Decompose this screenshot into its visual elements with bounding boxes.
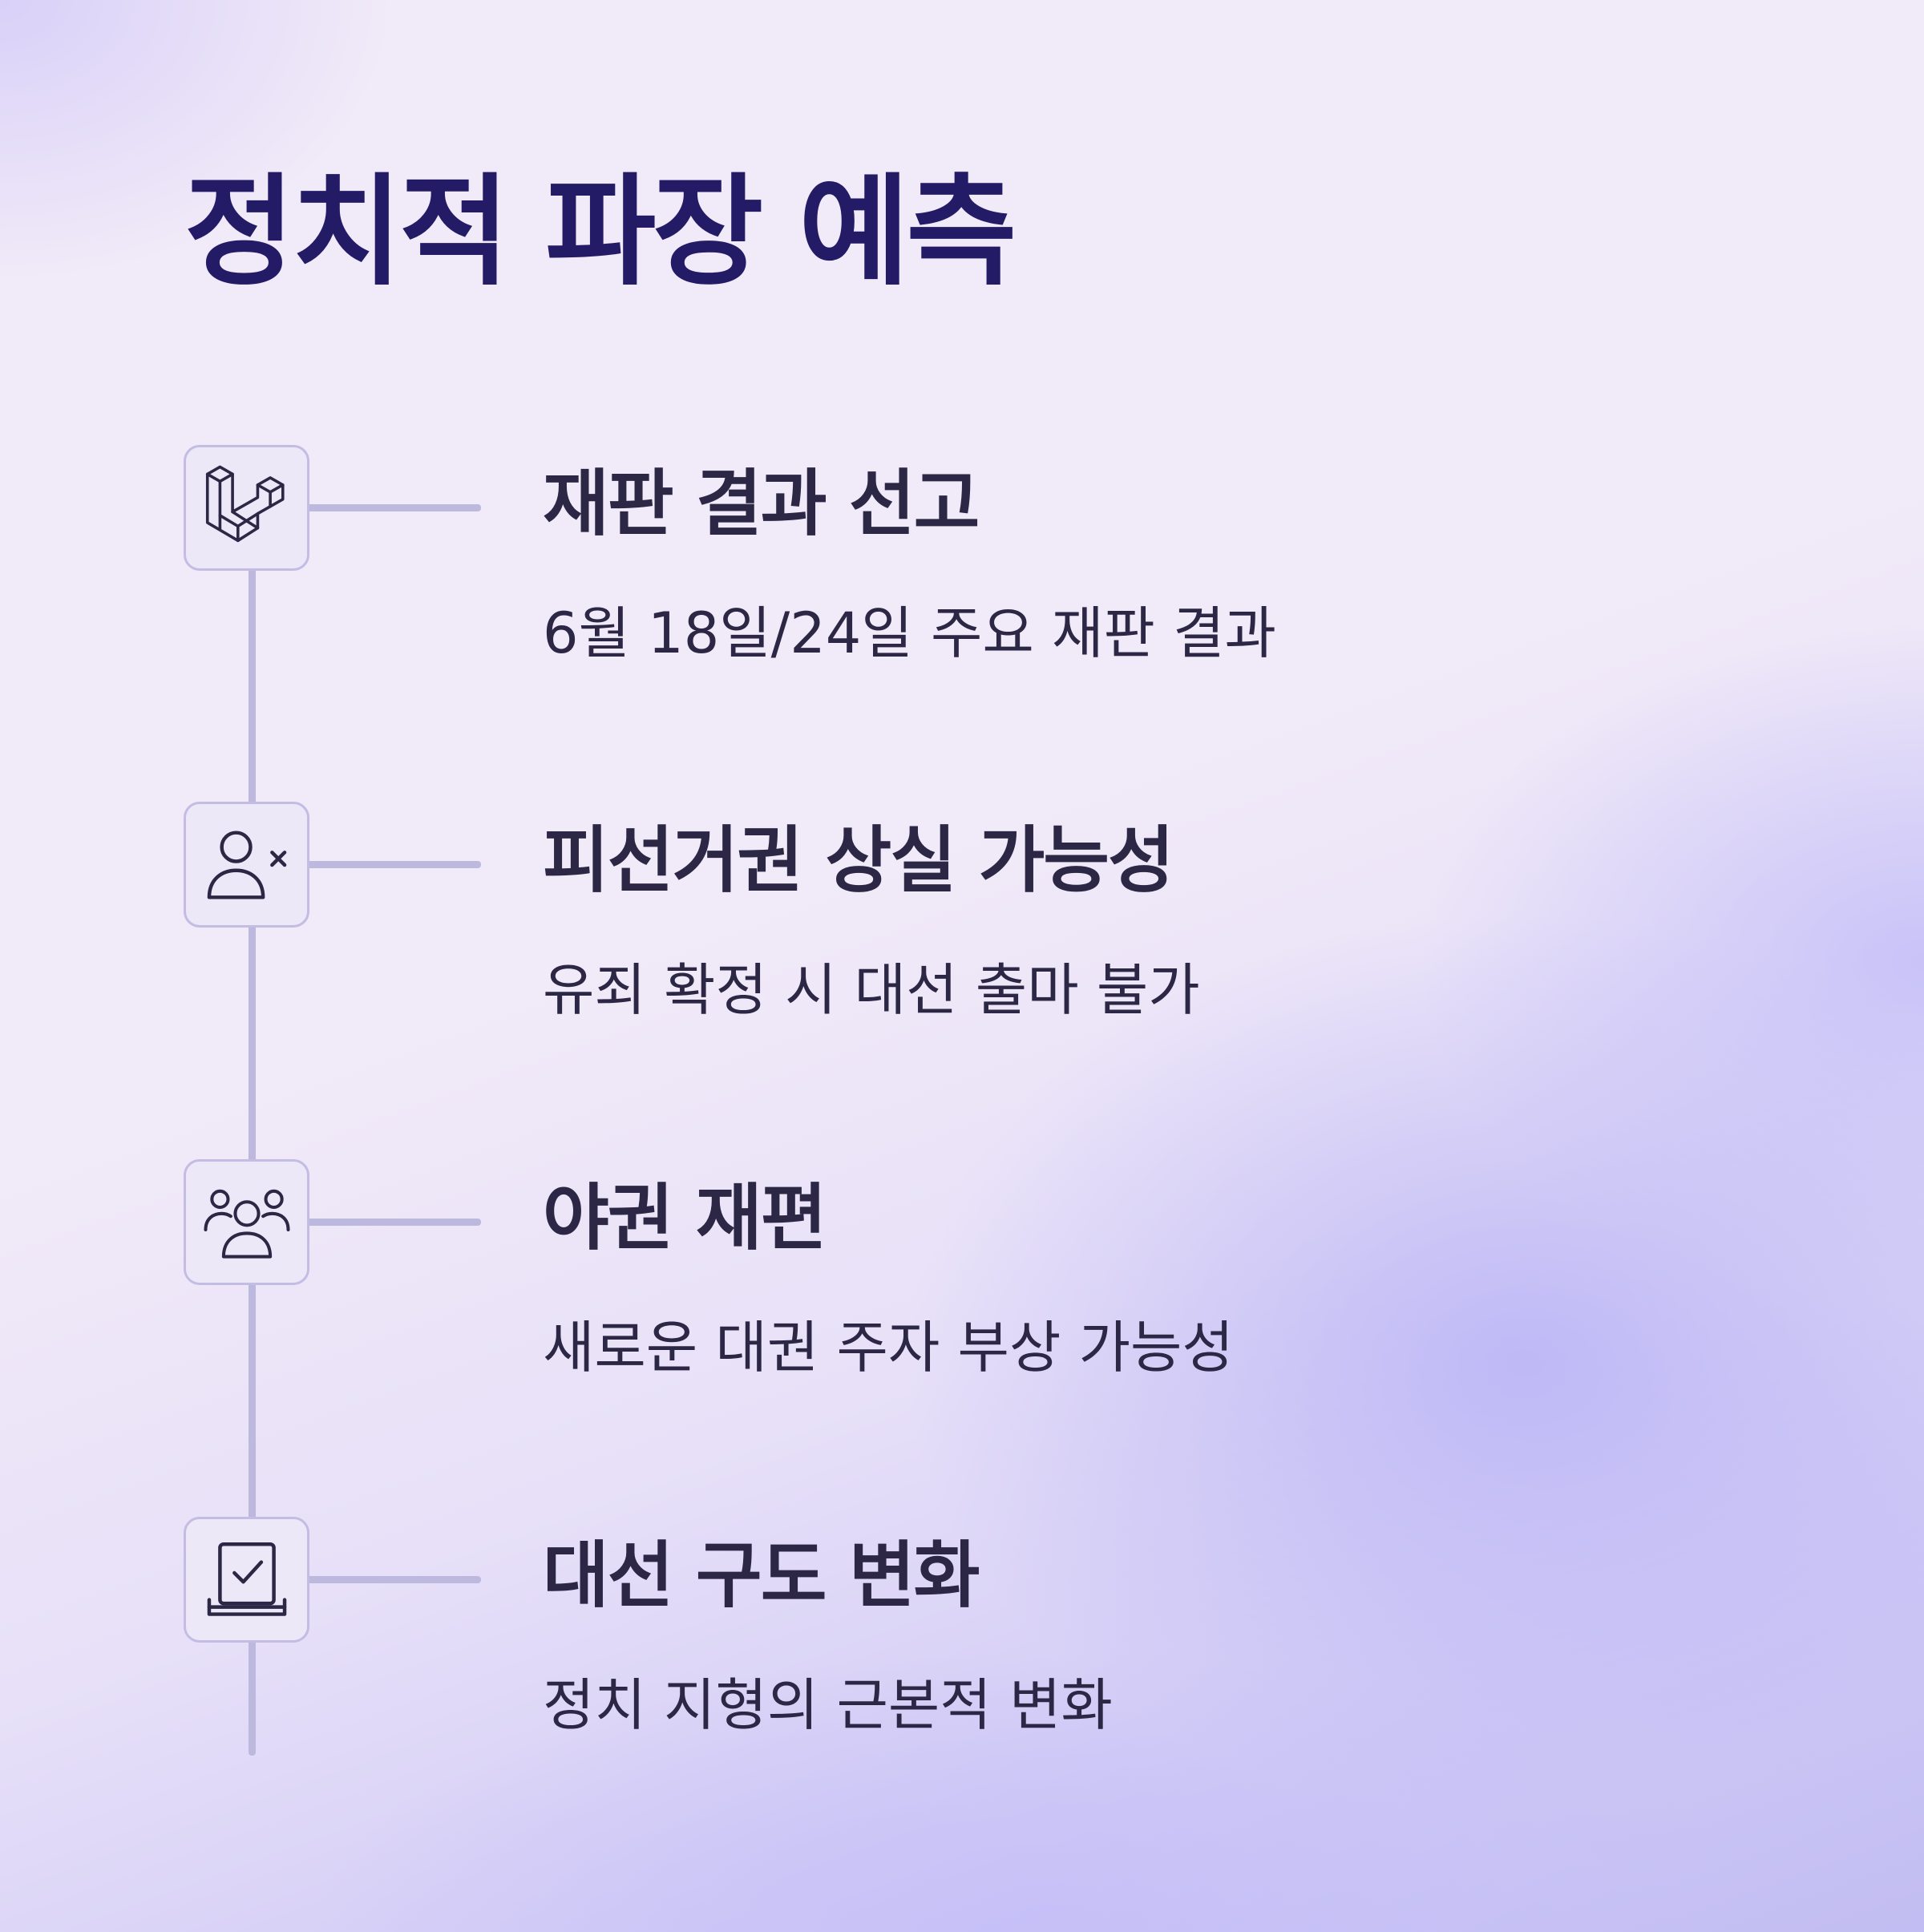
ballot-box-check-icon: [207, 1542, 286, 1616]
timeline-item-title: 재판 결과 선고: [543, 462, 980, 546]
users-group-icon: [203, 1189, 290, 1259]
timeline-item-description: 유죄 확정 시 대선 출마 불가: [543, 957, 1200, 1023]
timeline-item-description: 새로운 대권 주자 부상 가능성: [543, 1315, 1234, 1380]
timeline-item-title: 피선거권 상실 가능성: [543, 818, 1174, 903]
timeline-line: [249, 513, 256, 1756]
timeline-icon-box: [184, 445, 309, 571]
timeline-connector: [305, 1219, 481, 1226]
timeline-item-description: 정치 지형의 근본적 변화: [543, 1672, 1113, 1738]
user-x-icon: [207, 830, 286, 899]
laravel-logo-icon: [205, 465, 285, 542]
timeline-icon-box: [184, 1159, 309, 1285]
timeline-item-title: 대선 구도 변화: [543, 1534, 980, 1618]
timeline-connector: [305, 861, 481, 868]
timeline-icon-box: [184, 1517, 309, 1643]
timeline-icon-box: [184, 802, 309, 928]
timeline-connector: [305, 504, 481, 511]
timeline-item-title: 야권 재편: [543, 1176, 827, 1260]
timeline-item-description: 6월 18일/24일 주요 재판 결과: [543, 600, 1276, 666]
page-title: 정치적 파장 예측: [184, 163, 1017, 302]
timeline-connector: [305, 1576, 481, 1583]
